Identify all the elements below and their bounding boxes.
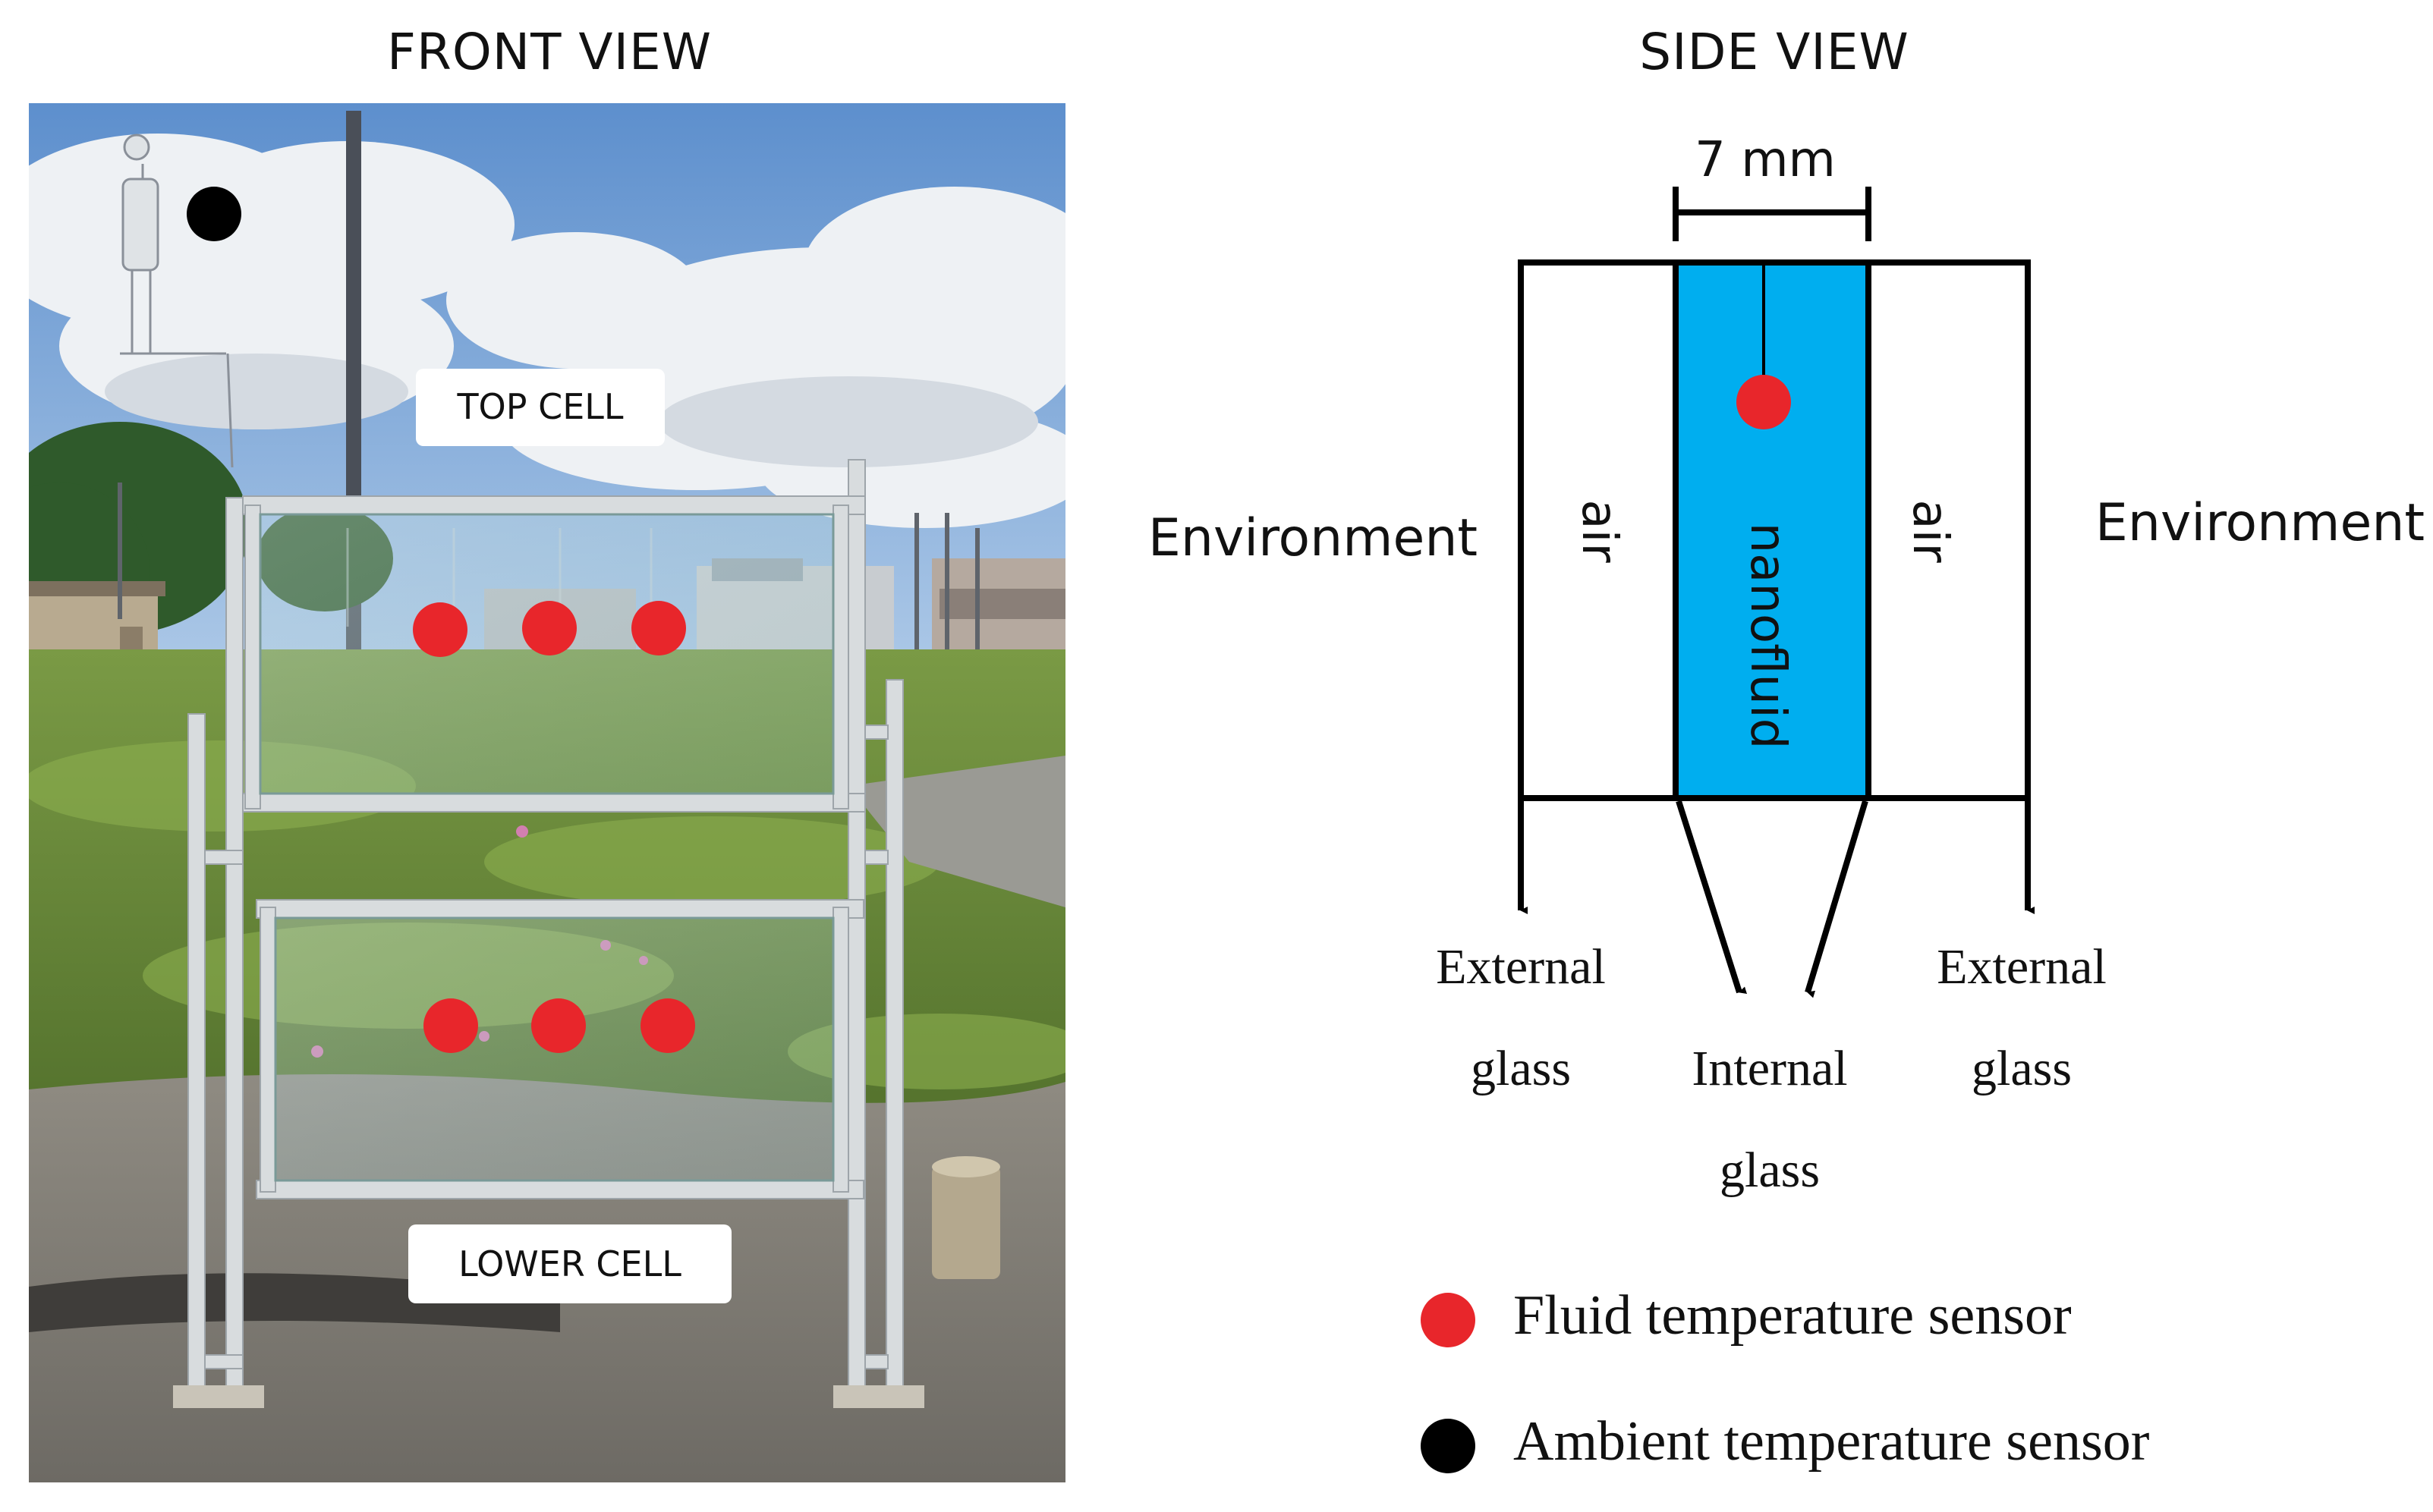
front-view-heading: FRONT VIEW: [386, 23, 713, 81]
front-view-photo: TOP CELL LOWER CELL: [29, 103, 1065, 1482]
legend-ambient-sensor-label: Ambient temperature sensor: [1513, 1410, 2149, 1473]
top-cell-label-box: [416, 369, 665, 446]
top-cell-label: TOP CELL: [456, 386, 623, 427]
left-external-glass-label-line1: External: [1436, 939, 1606, 995]
stump: [932, 1165, 1000, 1279]
right-environment-label: Environment: [2095, 493, 2425, 553]
gap-dimension-label: 7 mm: [1695, 132, 1836, 188]
legend-ambient-sensor-swatch: [1421, 1419, 1475, 1473]
internal-glass-label-line2: glass: [1720, 1143, 1820, 1198]
fluid-sensor-marker: [423, 998, 478, 1053]
nanofluid-layer: [1676, 262, 1868, 798]
left-air-label: air: [1571, 499, 1627, 563]
right-external-glass-label-line1: External: [1937, 939, 2107, 995]
fluid-sensor-marker: [531, 998, 586, 1053]
lower-cell-label-box: [408, 1224, 732, 1303]
fluid-sensor-marker: [631, 601, 686, 655]
glass-arrows: [1518, 798, 2035, 998]
window-outline: [1518, 259, 2031, 801]
right-air-label: air: [1902, 499, 1958, 563]
left-external-glass-label-line2: glass: [1471, 1041, 1571, 1096]
legend: Fluid temperature sensor Ambient tempera…: [1421, 1284, 2149, 1473]
side-view-heading: SIDE VIEW: [1639, 23, 1909, 81]
fluid-sensor-marker: [1736, 375, 1791, 429]
fluid-sensor-marker: [522, 601, 577, 655]
dimension-bracket: [1673, 187, 1871, 241]
right-external-glass-label-line2: glass: [1972, 1041, 2072, 1096]
fluid-sensor-marker: [641, 998, 695, 1053]
legend-fluid-sensor-label: Fluid temperature sensor: [1513, 1284, 2072, 1347]
internal-glass-label-line1: Internal: [1692, 1041, 1847, 1096]
ambient-sensor-marker: [187, 187, 241, 241]
fluid-sensor-marker: [413, 602, 467, 657]
lower-cell-label: LOWER CELL: [458, 1243, 681, 1284]
legend-fluid-sensor-swatch: [1421, 1293, 1475, 1347]
left-environment-label: Environment: [1148, 508, 1478, 568]
nanofluid-label: nanofluid: [1739, 523, 1796, 750]
weather-station: [120, 134, 234, 468]
